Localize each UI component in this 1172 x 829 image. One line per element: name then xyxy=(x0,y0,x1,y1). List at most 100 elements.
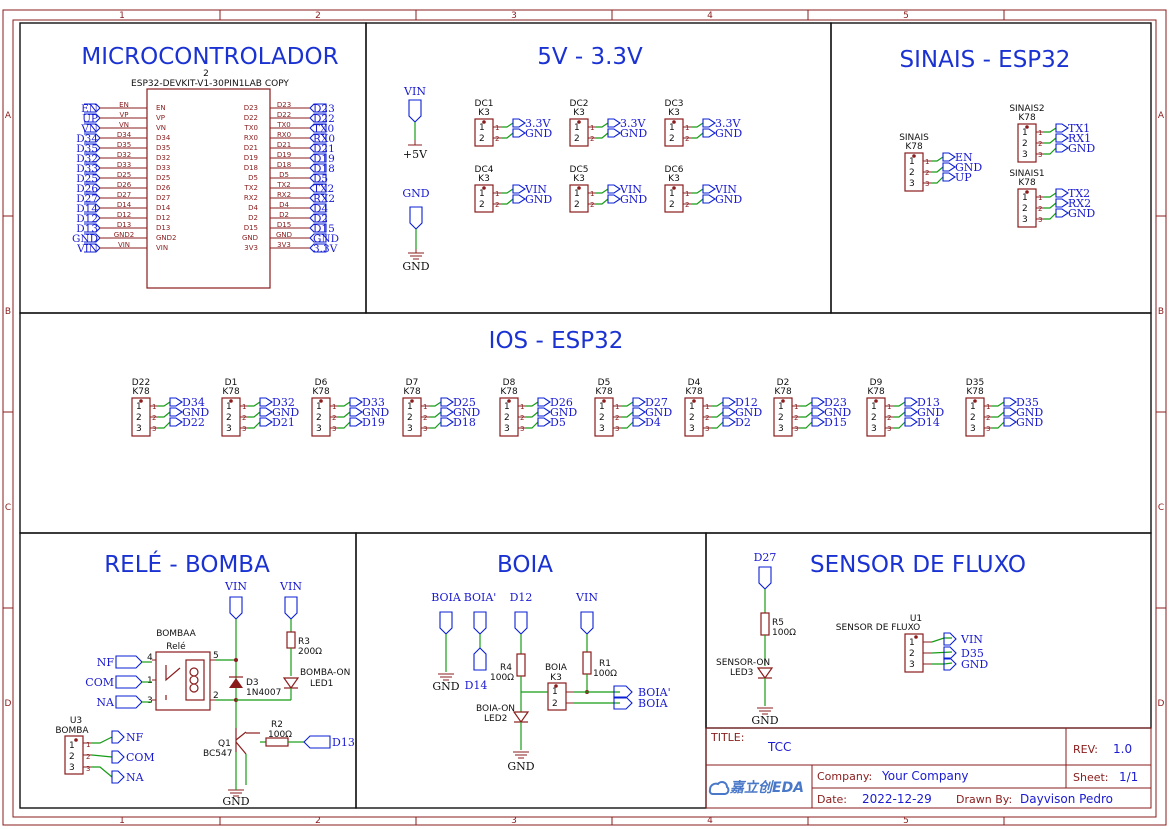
esp32-right-net-label: 3.3V xyxy=(313,243,338,255)
dc-connector-body[interactable] xyxy=(664,184,684,213)
dc-connector-pin-number: 2 xyxy=(479,134,485,144)
esp32-right-net-flag xyxy=(309,103,327,113)
esp32-right-net-flag xyxy=(309,173,327,183)
dc-connector-body[interactable] xyxy=(569,184,589,213)
sinais-connector-pin-number: 3 xyxy=(909,179,915,189)
sinais-connector-pin-index: 1 xyxy=(1038,129,1042,137)
sinais-connector-net-flag xyxy=(1055,208,1069,218)
dc-connector-net-flag xyxy=(702,194,716,204)
dc-connector-pin-number: 1 xyxy=(479,189,485,199)
row-label-left: D xyxy=(5,699,12,709)
esp32-right-inner: RX2 xyxy=(244,194,258,202)
ios-connector-net-label: D27 xyxy=(645,396,668,409)
ios-connector-net-label: D34 xyxy=(182,396,205,409)
esp32-right-pin-name: D18 xyxy=(277,161,291,169)
ios-connector-net-label: D33 xyxy=(362,396,385,409)
ios-connector-net-label: D14 xyxy=(917,416,940,429)
ios-connector-pin1-marker xyxy=(874,399,878,403)
ios-connector-wire xyxy=(893,411,906,418)
ios-connector-ref: D9 xyxy=(870,378,883,388)
ios-connector-net-flag xyxy=(259,407,273,417)
dc-connector-body[interactable] xyxy=(474,184,494,213)
ios-connector-net-label: D12 xyxy=(735,396,758,409)
ios-connector-net-flag xyxy=(537,417,551,427)
row-label-right: A xyxy=(1158,111,1165,121)
sinais-connector-wire xyxy=(931,166,944,173)
relay-val: Relé xyxy=(166,641,186,652)
col-label-bottom: 3 xyxy=(511,816,517,826)
esp32-left-net-label: D25 xyxy=(76,173,98,185)
esp32-left-pin-name: D14 xyxy=(117,201,132,209)
ios-connector-ref: D1 xyxy=(225,378,238,388)
esp32-left-inner: D33 xyxy=(156,164,170,172)
dc-connector-pin-index: 2 xyxy=(685,201,689,209)
dc-connector-pin-number: 2 xyxy=(479,200,485,210)
sinais-connector-pin-index: 1 xyxy=(925,158,929,166)
relay-pin-3: 3 xyxy=(147,696,153,706)
esp32-right-net-label: D4 xyxy=(313,203,328,215)
esp32-left-pin-name: VP xyxy=(119,111,128,119)
ios-connector-net-flag xyxy=(440,397,454,407)
ios-connector-pin1-marker xyxy=(139,399,143,403)
ios-connector-pin-index: 2 xyxy=(705,414,709,422)
ios-connector-net-flag xyxy=(811,397,825,407)
q1-val: BC547 xyxy=(203,749,232,759)
esp32-left-pin-name: D35 xyxy=(117,141,131,149)
row-label-left: B xyxy=(5,307,11,317)
gnd-flag-label: GND xyxy=(402,187,429,200)
relay-pin-4: 4 xyxy=(147,653,153,663)
u1-net-gnd: GND xyxy=(961,658,988,671)
dc-connector-wire xyxy=(596,132,609,139)
sinais-connector-wire xyxy=(1044,212,1057,220)
row-label-right: B xyxy=(1158,307,1164,317)
esp32-right-net-flag xyxy=(309,133,327,143)
led3-val: LED3 xyxy=(730,668,753,678)
esp32-left-net-label: D26 xyxy=(76,183,98,195)
ios-connector-pin-number: 1 xyxy=(136,402,142,412)
ios-connector-pin-number: 3 xyxy=(316,424,322,434)
ios-connector-wire xyxy=(248,421,261,429)
esp32-left-net-label: VN xyxy=(80,123,98,135)
sinais-connector-pin1-marker xyxy=(1025,125,1029,129)
ios-connector-net-flag xyxy=(349,407,363,417)
ios-connector-wire xyxy=(338,401,351,407)
ios-connector-pin-index: 3 xyxy=(794,425,798,433)
esp32-right-pin-name: D5 xyxy=(279,171,289,179)
col-label-bottom: 4 xyxy=(707,816,713,826)
r1-ref: R1 xyxy=(599,659,611,669)
ios-connector-net-label: GND xyxy=(182,406,209,419)
sinais-connector-val: K78 xyxy=(1018,113,1036,123)
d3-val: 1N4007 xyxy=(246,688,281,698)
ios-connector-net-flag xyxy=(537,407,551,417)
dc-connector-net-flag xyxy=(702,128,716,138)
ios-connector-pin-index: 1 xyxy=(423,403,427,411)
dc-connector-pin-index: 2 xyxy=(495,201,499,209)
ios-connector-pin-number: 2 xyxy=(599,413,605,423)
svg-text:2: 2 xyxy=(69,752,75,762)
sheet-key: Sheet: xyxy=(1073,771,1109,784)
ios-connector-net-flag xyxy=(904,417,918,427)
dc-connector-pin1-marker xyxy=(577,186,581,190)
dc-connector-wire xyxy=(596,198,609,205)
relay-pin-1: 1 xyxy=(147,676,153,686)
dc-connector-body[interactable] xyxy=(664,118,684,147)
sinais-connector-wire xyxy=(1044,147,1057,155)
sinais-connector-net-flag xyxy=(942,162,956,172)
ios-connector-ref: D35 xyxy=(966,378,984,388)
sheet-value: 1/1 xyxy=(1119,770,1138,784)
led1-ref: BOMBA-ON xyxy=(300,668,350,678)
dc-connector-body[interactable] xyxy=(569,118,589,147)
sinais-connector-ref: SINAIS2 xyxy=(1009,104,1044,114)
esp32-right-net-flag xyxy=(309,163,327,173)
dc-connector-body[interactable] xyxy=(474,118,494,147)
row-label-right: C xyxy=(1158,503,1164,513)
sinais-connector-net-label: EN xyxy=(955,151,973,164)
u1-net-vin: VIN xyxy=(960,633,983,646)
ios-connector-pin-index: 1 xyxy=(152,403,156,411)
esp32-left-net-label: D35 xyxy=(76,143,98,155)
ios-connector-net-label: GND xyxy=(645,406,672,419)
led2-gnd: GND xyxy=(507,760,534,773)
relay-pin-5: 5 xyxy=(213,651,219,661)
